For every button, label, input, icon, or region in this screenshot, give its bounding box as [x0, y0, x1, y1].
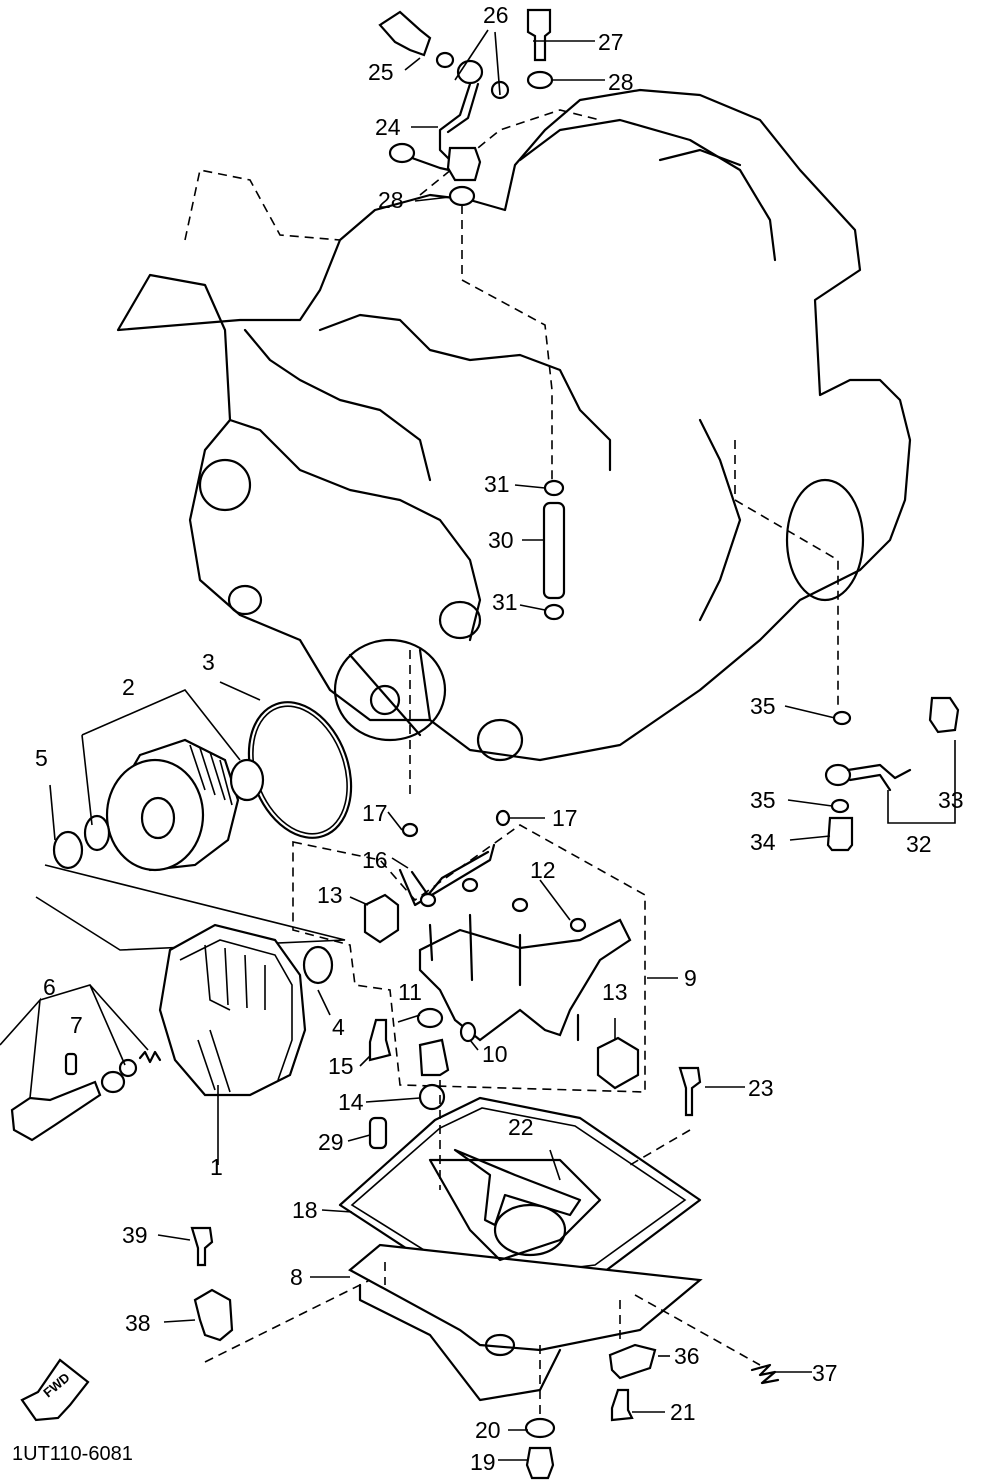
callout-labels: 1 2 3 4 5 6 7 8 9 10 11 12 13 13 14 15 1…: [35, 2, 964, 1475]
callout-31b: 31: [492, 589, 518, 615]
callout-28b: 28: [378, 187, 404, 213]
callout-28a: 28: [608, 69, 634, 95]
callout-24: 24: [375, 114, 401, 140]
callout-36: 36: [674, 1343, 700, 1369]
oil-filter-cover: [158, 923, 307, 1097]
callout-20: 20: [475, 1417, 501, 1443]
callout-33: 33: [938, 787, 964, 813]
callout-37: 37: [812, 1360, 838, 1386]
callout-6: 6: [43, 974, 56, 1000]
callout-4: 4: [332, 1014, 345, 1040]
callout-22: 22: [508, 1114, 534, 1140]
callout-12: 12: [530, 857, 556, 883]
callout-30: 30: [488, 527, 514, 553]
oil-filter-group: [35, 689, 353, 985]
oil-switch-assembly: [824, 696, 960, 852]
oil-delivery-parts-top: [378, 8, 554, 207]
callout-14: 14: [338, 1089, 364, 1115]
callout-39: 39: [122, 1222, 148, 1248]
callout-5: 5: [35, 745, 48, 771]
callout-19: 19: [470, 1449, 496, 1475]
callout-27: 27: [598, 29, 624, 55]
drain-and-sensor-parts: [190, 1066, 780, 1480]
drawing-code: 1UT110-6081: [12, 1443, 133, 1465]
callout-35a: 35: [750, 693, 776, 719]
callout-10: 10: [482, 1041, 508, 1067]
oil-pan: [204, 1080, 761, 1420]
callout-1: 1: [210, 1154, 223, 1180]
engine-crankcase: [116, 88, 912, 800]
callout-16: 16: [362, 847, 388, 873]
callout-17b: 17: [552, 805, 578, 831]
callout-29: 29: [318, 1129, 344, 1155]
callout-13a: 13: [317, 882, 343, 908]
callout-32: 32: [906, 831, 932, 857]
callout-21: 21: [670, 1399, 696, 1425]
callout-3: 3: [202, 649, 215, 675]
oil-strainer-assembly: [292, 809, 646, 1150]
callout-2: 2: [122, 674, 135, 700]
callout-11: 11: [398, 979, 422, 1005]
callout-18: 18: [292, 1197, 318, 1223]
callout-15: 15: [328, 1053, 354, 1079]
callout-31a: 31: [484, 471, 510, 497]
leader-lines: [157, 40, 836, 1461]
fwd-arrow-icon: FWD: [20, 1358, 90, 1422]
callout-9: 9: [684, 965, 697, 991]
callout-35b: 35: [750, 787, 776, 813]
callout-25: 25: [368, 59, 394, 85]
callout-38: 38: [125, 1310, 151, 1336]
callout-7: 7: [70, 1012, 83, 1038]
callout-34: 34: [750, 829, 776, 855]
callout-23: 23: [748, 1075, 774, 1101]
callout-26: 26: [483, 2, 509, 28]
callout-8: 8: [290, 1264, 303, 1290]
oil-pipe-assembly: [542, 479, 566, 621]
relief-valve-parts: [0, 984, 162, 1142]
callout-13b: 13: [602, 979, 628, 1005]
callout-17a: 17: [362, 800, 388, 826]
